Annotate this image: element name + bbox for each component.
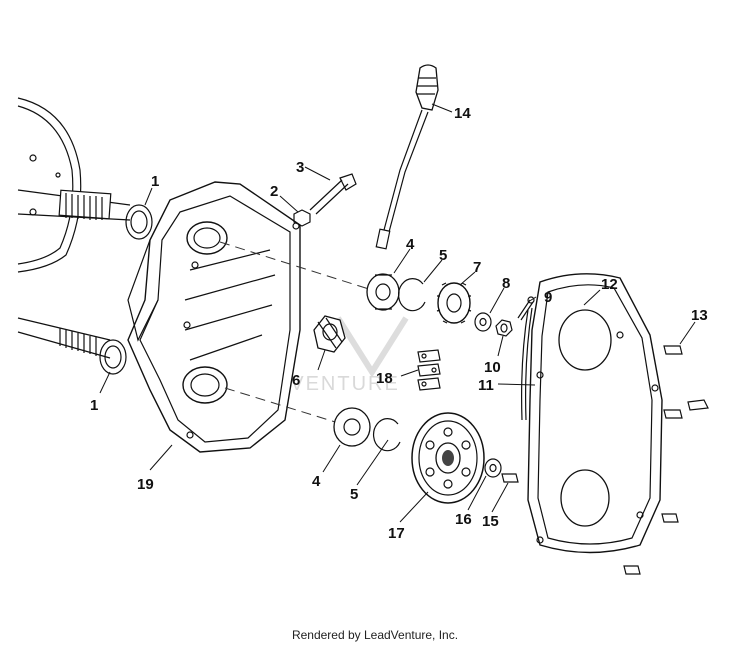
sprocket-7 — [436, 282, 472, 324]
nut-2 — [293, 209, 311, 227]
bolt-15 — [501, 473, 519, 483]
leader-lines — [99, 103, 696, 523]
snap-ring-5-upper — [397, 278, 426, 312]
callout-12: 12 — [601, 276, 618, 293]
washer-16 — [484, 458, 502, 478]
callout-4-upper: 4 — [406, 236, 415, 253]
snap-ring-5-lower — [372, 418, 401, 452]
upper-axle-shaft — [17, 189, 131, 221]
callout-4-lower: 4 — [312, 473, 321, 490]
lower-axle-shaft — [17, 317, 111, 359]
render-credit: Rendered by LeadVenture, Inc. — [291, 628, 459, 642]
axis-line-lower — [224, 387, 346, 426]
chaincase-cover-12 — [527, 273, 663, 554]
callout-1-lower: 1 — [90, 397, 98, 414]
seal-lower — [99, 339, 127, 375]
wheel-hub-partial — [17, 97, 82, 273]
callout-15: 15 — [482, 513, 499, 530]
callout-8: 8 — [502, 275, 510, 292]
nut-10 — [495, 319, 513, 337]
cover-bolts-13 — [623, 345, 709, 575]
callout-7: 7 — [473, 259, 481, 276]
chaincase-housing — [127, 181, 301, 453]
callout-5-lower: 5 — [350, 486, 358, 503]
callout-19: 19 — [137, 476, 154, 493]
callout-2: 2 — [270, 183, 278, 200]
bearing-4-upper — [366, 273, 400, 311]
callout-3: 3 — [296, 159, 304, 176]
axis-line-upper — [219, 241, 373, 291]
gear-17 — [411, 412, 485, 504]
callout-labels: 1 1 2 3 4 4 5 5 6 7 8 9 10 11 12 13 14 1… — [90, 105, 708, 542]
callout-16: 16 — [455, 511, 472, 528]
cotter-pin-9 — [517, 296, 535, 321]
callout-11: 11 — [478, 377, 494, 394]
callout-14: 14 — [454, 105, 471, 122]
bolt-3 — [309, 173, 357, 215]
callout-17: 17 — [388, 525, 405, 542]
callout-9: 9 — [544, 289, 552, 306]
chain-18 — [417, 349, 441, 391]
callout-5-upper: 5 — [439, 247, 447, 264]
callout-1-upper: 1 — [151, 173, 159, 190]
callout-10: 10 — [484, 359, 501, 376]
tensioner-6 — [313, 315, 346, 353]
bearing-4-lower — [333, 407, 371, 447]
callout-6: 6 — [292, 372, 300, 389]
callout-13: 13 — [691, 307, 708, 324]
dipstick-14 — [375, 64, 439, 250]
washer-8 — [474, 312, 492, 332]
seal-upper — [125, 204, 153, 240]
callout-18: 18 — [376, 370, 393, 387]
